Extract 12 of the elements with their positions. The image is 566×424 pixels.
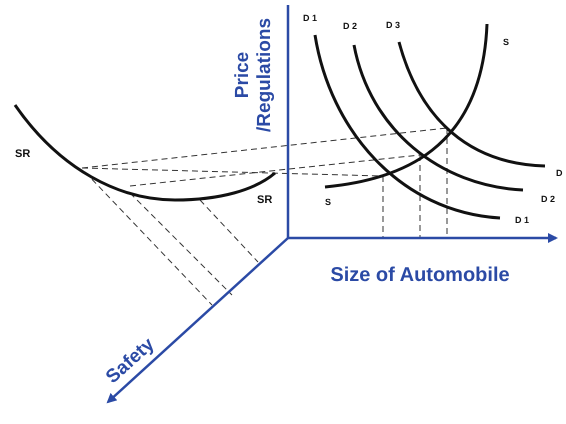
curve-label: D 1 — [303, 13, 318, 23]
curve-label: D 3 — [386, 20, 400, 30]
curve-label: S — [503, 37, 510, 47]
curve-label: D 2 — [541, 194, 556, 204]
axis-title: Size of Automobile — [330, 264, 510, 286]
curve-label: D — [556, 168, 562, 178]
curve-label: SR — [15, 148, 30, 160]
axis-title: Price /Regulations — [232, 18, 275, 132]
curve-label: SR — [257, 194, 272, 206]
curve-label: D 2 — [343, 21, 358, 31]
curve-label: D 1 — [515, 215, 530, 225]
curve-label: S — [325, 197, 332, 207]
